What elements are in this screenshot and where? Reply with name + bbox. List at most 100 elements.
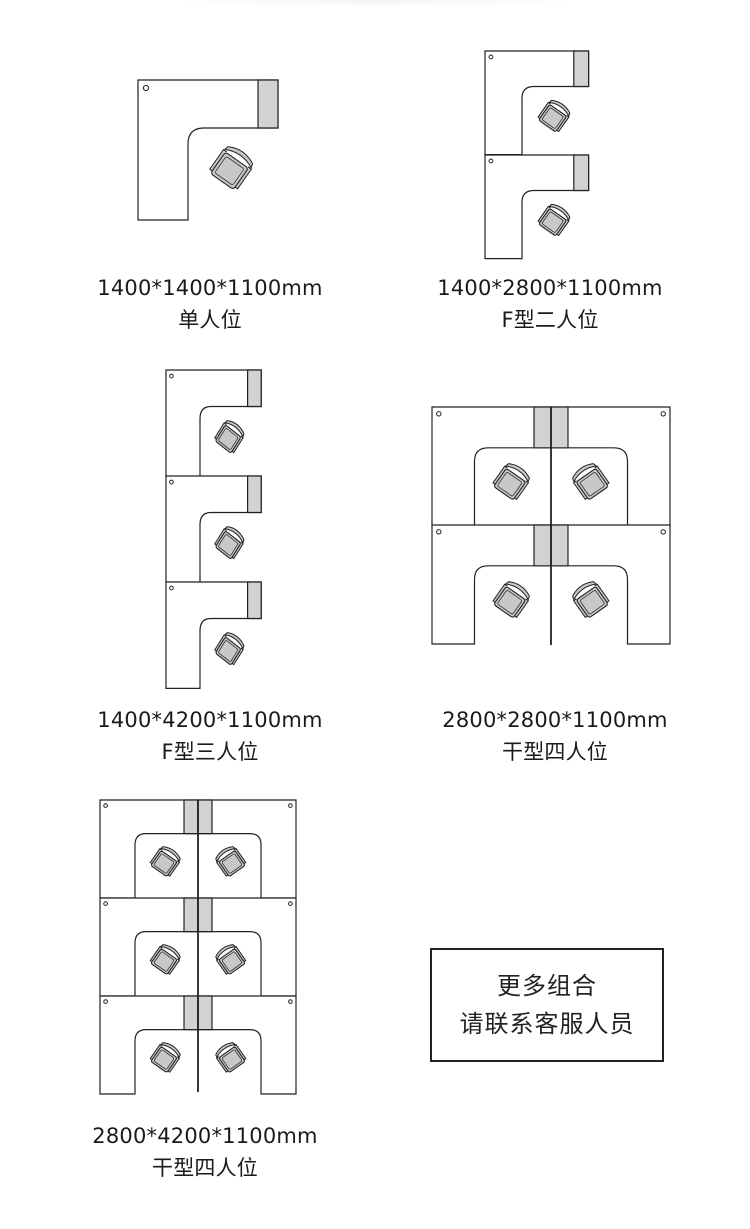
more-combinations-box: 更多组合 请联系客服人员 (430, 948, 664, 1062)
chair-seat (494, 586, 526, 618)
office-chair (214, 629, 247, 666)
office-chair (537, 97, 573, 133)
desk-top (485, 51, 589, 155)
chair-seat (151, 850, 177, 876)
cable-grommet (104, 1000, 108, 1004)
chair-armrest (574, 599, 588, 618)
chair-backrest (549, 97, 572, 115)
office-chair (492, 578, 533, 620)
office-chair (213, 844, 247, 878)
cable-grommet (289, 902, 293, 906)
workstation (166, 370, 261, 476)
side-panel (248, 476, 262, 512)
chair-cushion (154, 1049, 175, 1069)
chair-cushion (222, 853, 243, 873)
chair-seat (576, 468, 608, 500)
cable-grommet (661, 412, 665, 416)
chair-armrest (595, 466, 609, 485)
office-chair (492, 460, 533, 502)
desk-top (551, 407, 670, 526)
chair-cushion (580, 472, 605, 497)
desk-top (100, 800, 198, 898)
chair-cushion (542, 211, 564, 232)
contact-service-text: 请联系客服人员 (459, 1010, 635, 1038)
chair-backrest (161, 942, 183, 959)
layout-gan4-plan (420, 395, 680, 655)
office-chair (149, 1040, 183, 1074)
chair-seat (219, 850, 245, 876)
chair-armrest (574, 481, 588, 500)
chair-seat (151, 948, 177, 974)
workstation (485, 51, 589, 155)
cable-grommet (489, 159, 493, 163)
chair-seat (539, 104, 567, 132)
layout-single-plan (100, 70, 300, 230)
chair-backrest (225, 143, 256, 168)
workstation (485, 155, 589, 259)
workstation (166, 476, 261, 582)
layout-f3-plan (150, 365, 280, 695)
chair-backrest (161, 844, 183, 861)
layout-size: 1400*1400*1100mm (97, 276, 323, 300)
chair-seat (219, 1046, 245, 1072)
chair-backrest (161, 1040, 183, 1057)
chair-seat (151, 1046, 177, 1072)
chair-armrest (493, 584, 507, 603)
chair-cushion (218, 534, 238, 556)
cable-grommet (104, 804, 108, 808)
cable-grommet (289, 804, 293, 808)
cable-grommet (437, 530, 441, 534)
chair-seat (539, 208, 567, 236)
cable-grommet (170, 374, 174, 378)
chair-seat (219, 948, 245, 974)
side-panel (198, 800, 212, 834)
chair-cushion (218, 428, 238, 450)
layout-gan6-plan (90, 790, 305, 1100)
office-chair (214, 417, 247, 454)
layout-gan4-caption: 2800*2800*1100mm 干型四人位 (415, 704, 695, 768)
office-chair (569, 460, 610, 502)
side-panel (184, 800, 198, 834)
workstation (100, 898, 198, 996)
chair-cushion (222, 951, 243, 971)
office-chair (214, 523, 247, 560)
side-panel (184, 898, 198, 932)
side-panel (198, 996, 212, 1030)
workstation (198, 996, 296, 1094)
chair-backrest (570, 578, 596, 599)
side-panel (198, 898, 212, 932)
layout-f2-plan (470, 45, 610, 265)
layout-f3-caption: 1400*4200*1100mm F型三人位 (70, 704, 350, 768)
chair-armrest (595, 584, 609, 603)
side-panel (248, 370, 262, 406)
desk-top (198, 996, 296, 1094)
chair-seat (211, 152, 249, 189)
chair-backrest (506, 578, 532, 599)
workstation (100, 996, 198, 1094)
cable-grommet (661, 530, 665, 534)
layout-name: 单人位 (178, 308, 242, 332)
layout-size: 1400*2800*1100mm (437, 276, 663, 300)
side-panel (184, 996, 198, 1030)
more-title: 更多组合 (497, 972, 597, 1000)
chair-backrest (214, 1040, 236, 1057)
desk-top (551, 525, 670, 644)
chair-backrest (225, 524, 246, 543)
layout-size: 2800*4200*1100mm (92, 1124, 318, 1148)
chair-armrest (234, 167, 251, 189)
desk-top (485, 155, 589, 259)
workstation (551, 407, 670, 526)
workstation (138, 80, 278, 220)
cable-grommet (143, 85, 148, 90)
chair-armrest (514, 481, 528, 500)
workstation (198, 898, 296, 996)
side-panel (534, 407, 551, 448)
layout-name: F型三人位 (161, 740, 259, 764)
top-shadow (150, 0, 600, 8)
chair-backrest (570, 460, 596, 481)
desk-top (432, 407, 551, 526)
side-panel (258, 80, 278, 128)
chair-armrest (493, 466, 507, 485)
cable-grommet (289, 1000, 293, 1004)
cable-grommet (170, 586, 174, 590)
